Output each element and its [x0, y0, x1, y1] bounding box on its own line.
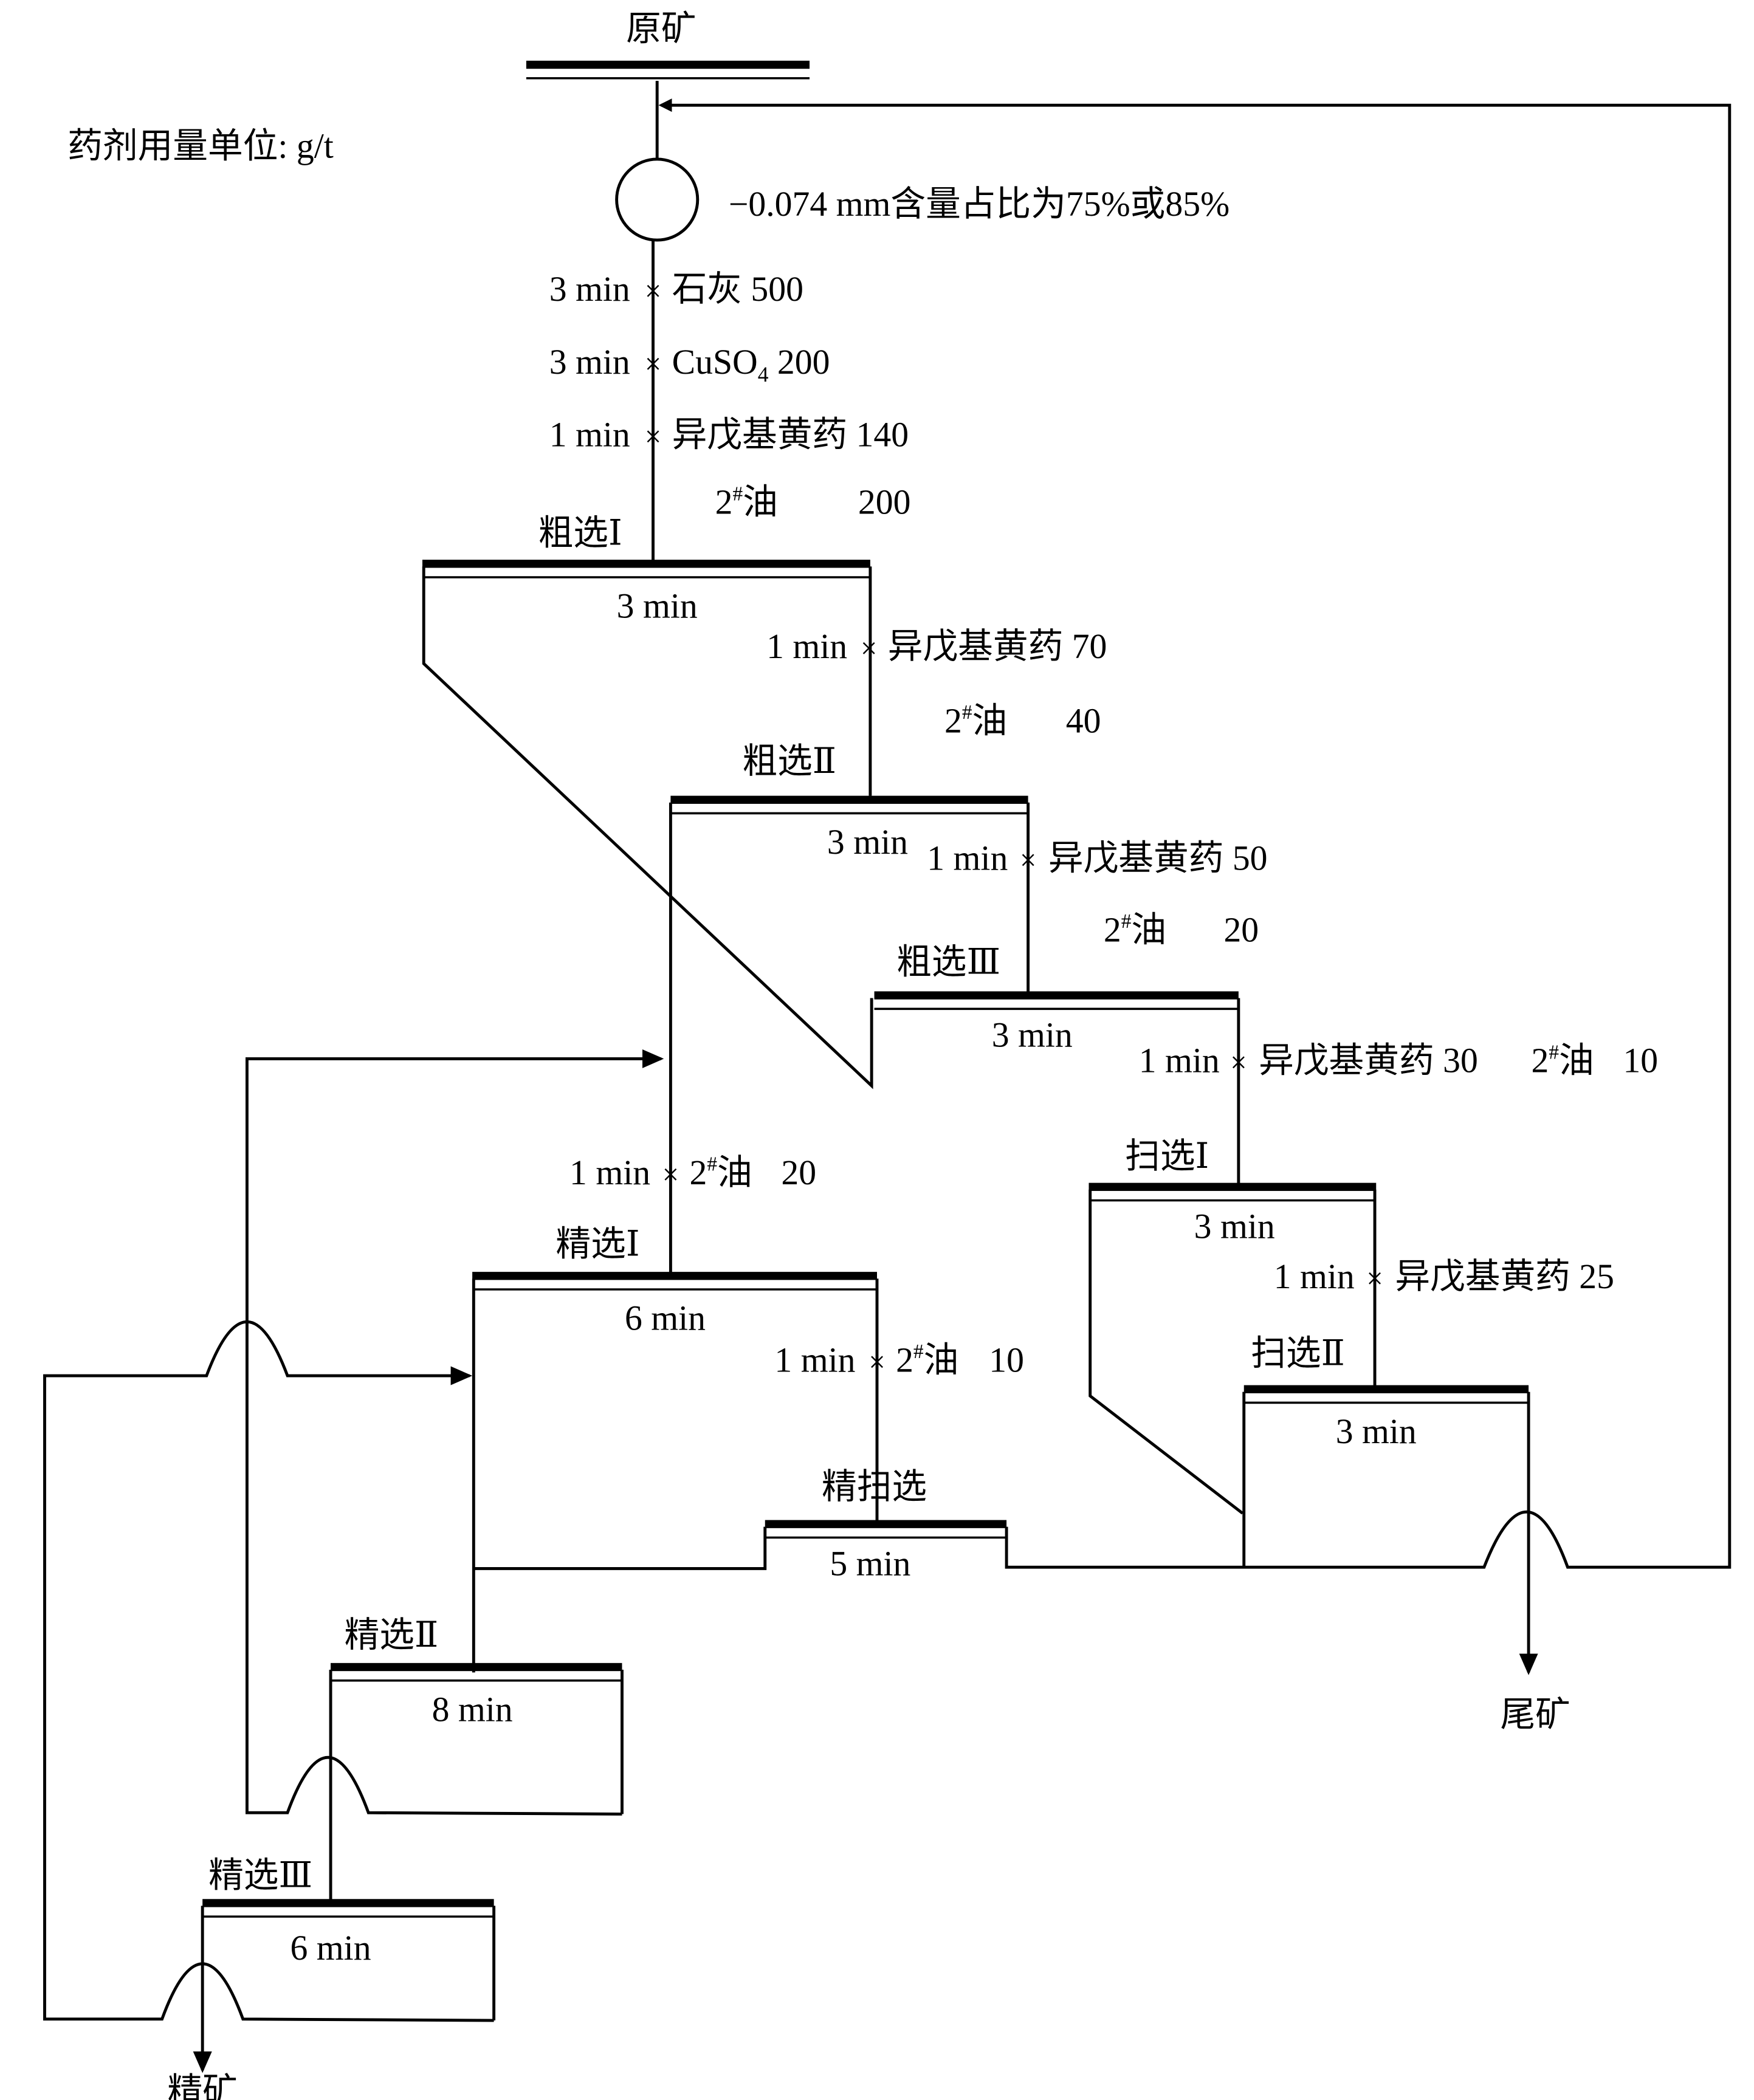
svg-text:×: ×: [868, 1345, 886, 1378]
svg-text:×: ×: [662, 1158, 679, 1191]
svg-text:×: ×: [861, 631, 878, 665]
scavenger-2-label: 扫选Ⅱ: [1251, 1334, 1345, 1373]
svg-text:异戊基黄药 50: 异戊基黄药 50: [1048, 840, 1268, 878]
svg-text:×: ×: [645, 420, 662, 453]
rougher-1-time: 3 min: [617, 588, 698, 626]
svg-text:2#油: 2#油: [1104, 910, 1166, 949]
svg-text:异戊基黄药 30: 异戊基黄药 30: [1259, 1042, 1478, 1080]
rougher-3-label: 粗选Ⅲ: [896, 944, 1000, 982]
feed-reagent-2: 3 min × CuSO4 200: [549, 343, 830, 386]
svg-text:2#油: 2#油: [715, 482, 778, 521]
svg-text:×: ×: [1366, 1261, 1383, 1295]
svg-text:×: ×: [1020, 843, 1037, 877]
scavenger-2-cell: [1242, 1385, 1530, 1569]
svg-text:3 min: 3 min: [549, 270, 630, 309]
rougher-2-time: 3 min: [827, 823, 908, 862]
feed-bin: [526, 60, 810, 80]
svg-text:异戊基黄药 25: 异戊基黄药 25: [1395, 1258, 1614, 1296]
svg-text:10: 10: [1623, 1042, 1658, 1080]
scavenger-1-reagents: 1 min × 异戊基黄药 30 2#油 10: [1139, 1041, 1658, 1080]
svg-text:×: ×: [645, 347, 662, 380]
svg-text:1 min: 1 min: [1274, 1258, 1355, 1296]
feed-label: 原矿: [626, 10, 696, 49]
svg-text:×: ×: [1230, 1046, 1247, 1079]
svg-text:2#油: 2#油: [896, 1340, 958, 1379]
rougher-2-label: 粗选Ⅱ: [742, 743, 836, 781]
cleaner-1-time: 6 min: [625, 1300, 706, 1338]
scavenger-2-reagents: 1 min × 异戊基黄药 25: [1274, 1258, 1614, 1296]
scavenger-1-time: 3 min: [1194, 1208, 1275, 1246]
svg-text:3 min: 3 min: [549, 343, 630, 382]
feed-reagent-3: 1 min × 异戊基黄药 140: [549, 416, 909, 455]
concentrate-label: 精矿: [167, 2072, 237, 2100]
cleaner-1-reagents: 1 min × 2#油 20: [569, 1153, 816, 1192]
svg-text:异戊基黄药 140: 异戊基黄药 140: [672, 416, 909, 455]
svg-text:1 min: 1 min: [766, 628, 847, 666]
cleaner-3-cell: [202, 1899, 496, 2021]
svg-text:1 min: 1 min: [549, 416, 630, 455]
grinding-mill-icon: [615, 157, 700, 242]
svg-text:异戊基黄药 70: 异戊基黄药 70: [888, 628, 1107, 666]
feed-reagent-4: 2#油 200: [715, 482, 911, 521]
svg-text:×: ×: [645, 274, 662, 307]
rougher-1-cell: [422, 560, 873, 1089]
rougher-2-cell: [669, 795, 1030, 1275]
svg-text:CuSO4 200: CuSO4 200: [672, 343, 830, 386]
cleaner-scavenger-label: 精扫选: [822, 1468, 927, 1506]
svg-text:石灰 500: 石灰 500: [672, 270, 803, 309]
svg-text:1 min: 1 min: [774, 1341, 855, 1379]
cleaner-scavenger-reagents: 1 min × 2#油 10: [774, 1340, 1023, 1379]
svg-text:20: 20: [781, 1154, 816, 1192]
rougher-3-time: 3 min: [992, 1016, 1073, 1054]
scavenger-2-time: 3 min: [1336, 1413, 1417, 1451]
cleaner-scavenger-time: 5 min: [830, 1545, 910, 1584]
rougher-3-reagents: 1 min × 异戊基黄药 50 2#油 20: [927, 840, 1267, 950]
cleaner-3-tailings-recycle-line: [43, 1320, 494, 2022]
svg-text:10: 10: [989, 1341, 1024, 1379]
rougher-3-cell: [874, 991, 1240, 1187]
cleaner-2-cell: [329, 1662, 624, 1905]
tailings-label: 尾矿: [1500, 1696, 1570, 1734]
scavenger-1-label: 扫选Ⅰ: [1125, 1138, 1209, 1176]
cleaner-1-label: 精选Ⅰ: [555, 1225, 639, 1263]
cleaner-2-label: 精选Ⅱ: [345, 1616, 439, 1655]
cleaner-2-time: 8 min: [432, 1690, 513, 1729]
svg-text:2#油: 2#油: [1532, 1041, 1594, 1080]
rougher-1-label: 粗选Ⅰ: [538, 515, 622, 553]
cleaner-2-tailings-recycle-line: [245, 1049, 664, 1816]
svg-text:2#油: 2#油: [944, 701, 1007, 740]
svg-text:1 min: 1 min: [569, 1154, 650, 1192]
scavenger-middlings-recycle-line: [658, 98, 1732, 1569]
cleaner-scavenger-cell: [473, 1520, 1244, 1570]
svg-text:200: 200: [858, 484, 911, 522]
units-note: 药剂用量单位: g/t: [67, 128, 334, 166]
cleaner-1-cell: [472, 1272, 879, 1673]
svg-text:1 min: 1 min: [1139, 1042, 1220, 1080]
cleaner-3-label: 精选Ⅲ: [208, 1856, 312, 1895]
svg-text:2#油: 2#油: [689, 1153, 752, 1192]
scavenger-1-cell: [1089, 1182, 1377, 1515]
svg-text:40: 40: [1066, 702, 1101, 740]
rougher-2-reagents: 1 min × 异戊基黄药 70 2#油 40: [766, 628, 1107, 740]
cleaner-3-time: 6 min: [291, 1929, 371, 1968]
svg-text:20: 20: [1223, 911, 1259, 949]
svg-text:1 min: 1 min: [927, 840, 1008, 878]
feed-reagent-1: 3 min × 石灰 500: [549, 270, 803, 309]
grinding-spec: −0.074 mm含量占比为75%或85%: [729, 185, 1230, 224]
